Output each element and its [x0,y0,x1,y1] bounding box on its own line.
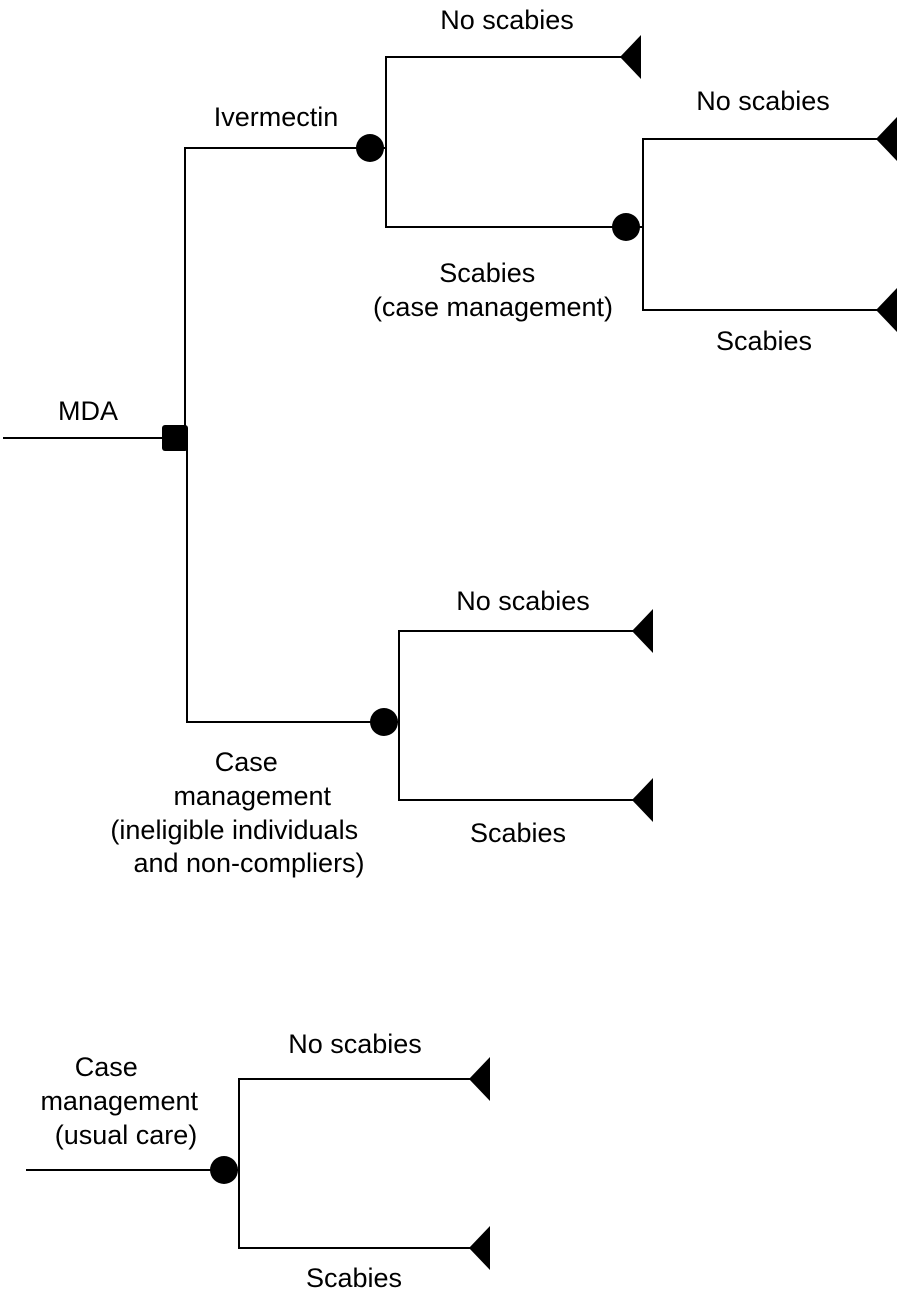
label-line: management [40,1086,198,1116]
edge-usual-care-scabies [224,1169,473,1249]
label-line: Case [215,747,278,777]
label-no-scabies: No scabies [696,86,830,116]
edge-cm-no-scabies-2 [626,138,880,228]
label-no-scabies: No scabies [456,586,590,616]
terminal-node-icon [876,117,897,161]
label-line: Case [75,1052,138,1082]
terminal-node-icon [632,609,653,653]
label-line: Scabies [439,258,535,288]
label-no-scabies: No scabies [288,1029,422,1059]
terminal-node-icon [469,1226,490,1270]
edge-ivermectin-no-scabies [370,56,625,149]
edge-ivermectin-branch [175,147,370,439]
terminal-node-icon [632,778,653,822]
label-scabies-case-management: Scabies (case management) [373,258,613,322]
label-scabies: Scabies [306,1263,402,1293]
label-line: (case management) [373,292,613,322]
chance-node-ivermectin-icon [356,134,384,162]
chance-node-case-management-icon [612,213,640,241]
chance-node-ineligible-icon [370,708,398,736]
label-ivermectin: Ivermectin [214,102,339,132]
edge-ineligible-scabies [384,721,636,801]
terminal-node-icon [876,288,897,332]
label-case-management-ineligible: Case management (ineligible individuals … [110,747,365,878]
label-scabies: Scabies [470,818,566,848]
label-line: management [173,781,331,811]
terminal-node-icon [469,1057,490,1101]
chance-node-usual-care-icon [210,1156,238,1184]
terminal-node-icon [620,35,641,79]
edge-ineligible-no-scabies [384,630,636,723]
label-mda: MDA [58,396,118,426]
edge-case-management-branch [175,437,384,723]
mda-tree: MDA Ivermectin No scabies Scabies (case … [3,5,897,878]
label-no-scabies: No scabies [440,5,574,35]
edge-ivermectin-scabies [370,147,626,228]
decision-node-icon [162,425,188,451]
label-line: (ineligible individuals [110,815,358,845]
label-case-management-usual-care: Case management (usual care) [40,1052,205,1150]
usual-care-tree: Case management (usual care) No scabies … [26,1029,490,1293]
edge-cm-scabies-2 [626,226,880,311]
label-line: and non-compliers) [133,848,364,878]
label-line: (usual care) [55,1120,198,1150]
edge-usual-care-no-scabies [224,1078,473,1171]
label-scabies: Scabies [716,326,812,356]
